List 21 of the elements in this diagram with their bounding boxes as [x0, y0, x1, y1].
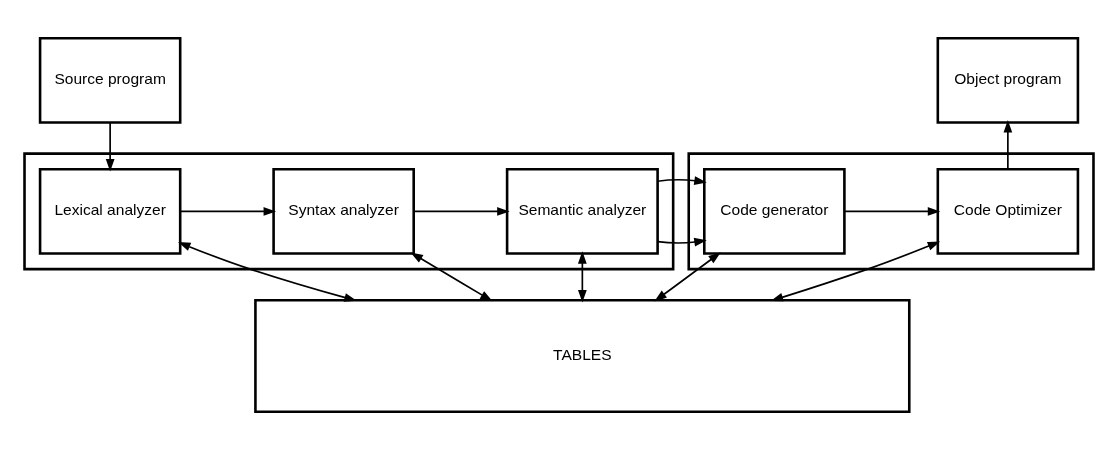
arrow — [577, 250, 587, 303]
arrow — [770, 240, 941, 301]
node-box: Code generator — [703, 167, 846, 255]
node-box: Source program — [38, 36, 182, 124]
node-box: Lexical analyzer — [38, 167, 182, 255]
arrow — [654, 251, 721, 301]
node-box: TABLES — [254, 298, 911, 413]
arrow — [105, 121, 115, 172]
node-box: Syntax analyzer — [272, 167, 415, 255]
node-box: Code Optimizer — [936, 167, 1080, 255]
arrow — [179, 206, 277, 216]
arrow — [178, 241, 357, 302]
arrow — [656, 175, 707, 246]
arrow — [413, 206, 510, 216]
node-box: Semantic analyzer — [505, 167, 659, 255]
node-box: Object program — [936, 36, 1080, 124]
cluster — [687, 151, 1095, 270]
arrow — [410, 251, 493, 301]
cluster — [23, 151, 675, 270]
arrow — [1003, 119, 1013, 170]
arrow — [843, 206, 941, 216]
